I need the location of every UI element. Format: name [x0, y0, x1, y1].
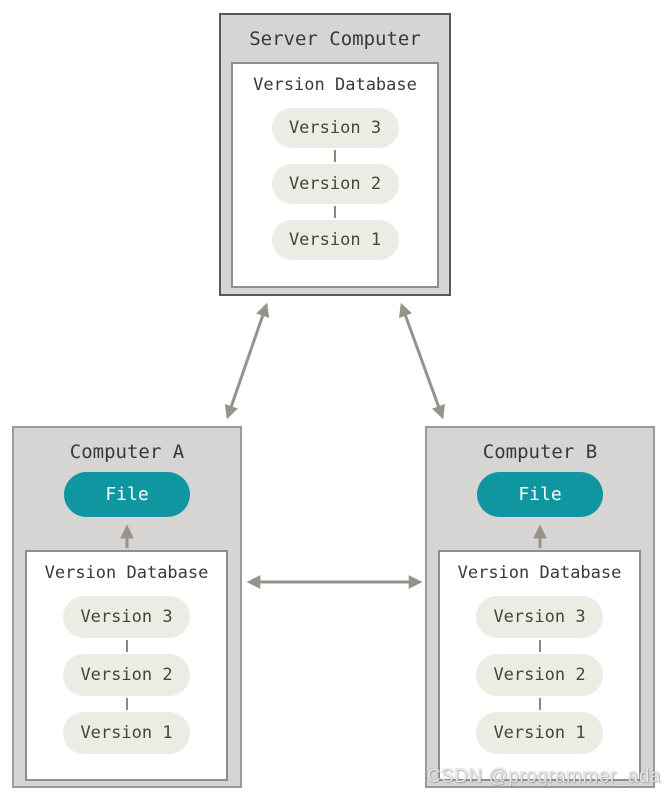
computer-a-version-2-pill: Version 2: [63, 654, 190, 696]
computer-a-version-database-label: Version Database: [44, 563, 209, 583]
computer-b-version-connector-bottom: [538, 698, 541, 710]
computer-b-file-pill: File: [477, 472, 603, 517]
arrow-server-to-computer-a: [224, 302, 270, 420]
computer-b-version-2-pill: Version 2: [476, 654, 603, 696]
computer-b-version-database-box: Version Database Version 3 Version 2 Ver…: [438, 550, 641, 781]
arrow-server-to-computer-b: [399, 302, 445, 420]
computer-a-version-3-pill: Version 3: [63, 596, 190, 638]
computer-a-version-connector-top: [125, 640, 128, 652]
server-version-connector-top: [334, 150, 336, 162]
computer-a-version-connector-bottom: [125, 698, 128, 710]
computer-a-version-1-pill: Version 1: [63, 712, 190, 754]
server-version-3-pill: Version 3: [271, 108, 399, 148]
computer-a-box: Computer A File Version Database Version…: [12, 426, 242, 788]
server-computer-box: Server Computer Version Database Version…: [219, 13, 451, 296]
server-version-database-box: Version Database Version 3 Version 2 Ver…: [231, 62, 439, 288]
computer-b-box: Computer B File Version Database Version…: [425, 426, 655, 788]
server-version-1-pill: Version 1: [271, 220, 399, 260]
server-version-2-pill: Version 2: [271, 164, 399, 204]
computer-a-title: Computer A: [69, 441, 185, 463]
computer-a-file-pill: File: [64, 472, 190, 517]
computer-b-version-1-pill: Version 1: [476, 712, 603, 754]
computer-b-version-3-pill: Version 3: [476, 596, 603, 638]
server-version-connector-bottom: [334, 206, 336, 218]
computer-a-version-database-box: Version Database Version 3 Version 2 Ver…: [25, 550, 228, 781]
server-computer-title: Server Computer: [249, 28, 421, 50]
computer-b-title: Computer B: [482, 441, 598, 463]
computer-b-version-connector-top: [538, 640, 541, 652]
computer-b-version-database-label: Version Database: [457, 563, 622, 583]
server-version-database-label: Version Database: [253, 75, 417, 95]
csdn-watermark: CSDN @programmer_ada: [426, 766, 661, 787]
